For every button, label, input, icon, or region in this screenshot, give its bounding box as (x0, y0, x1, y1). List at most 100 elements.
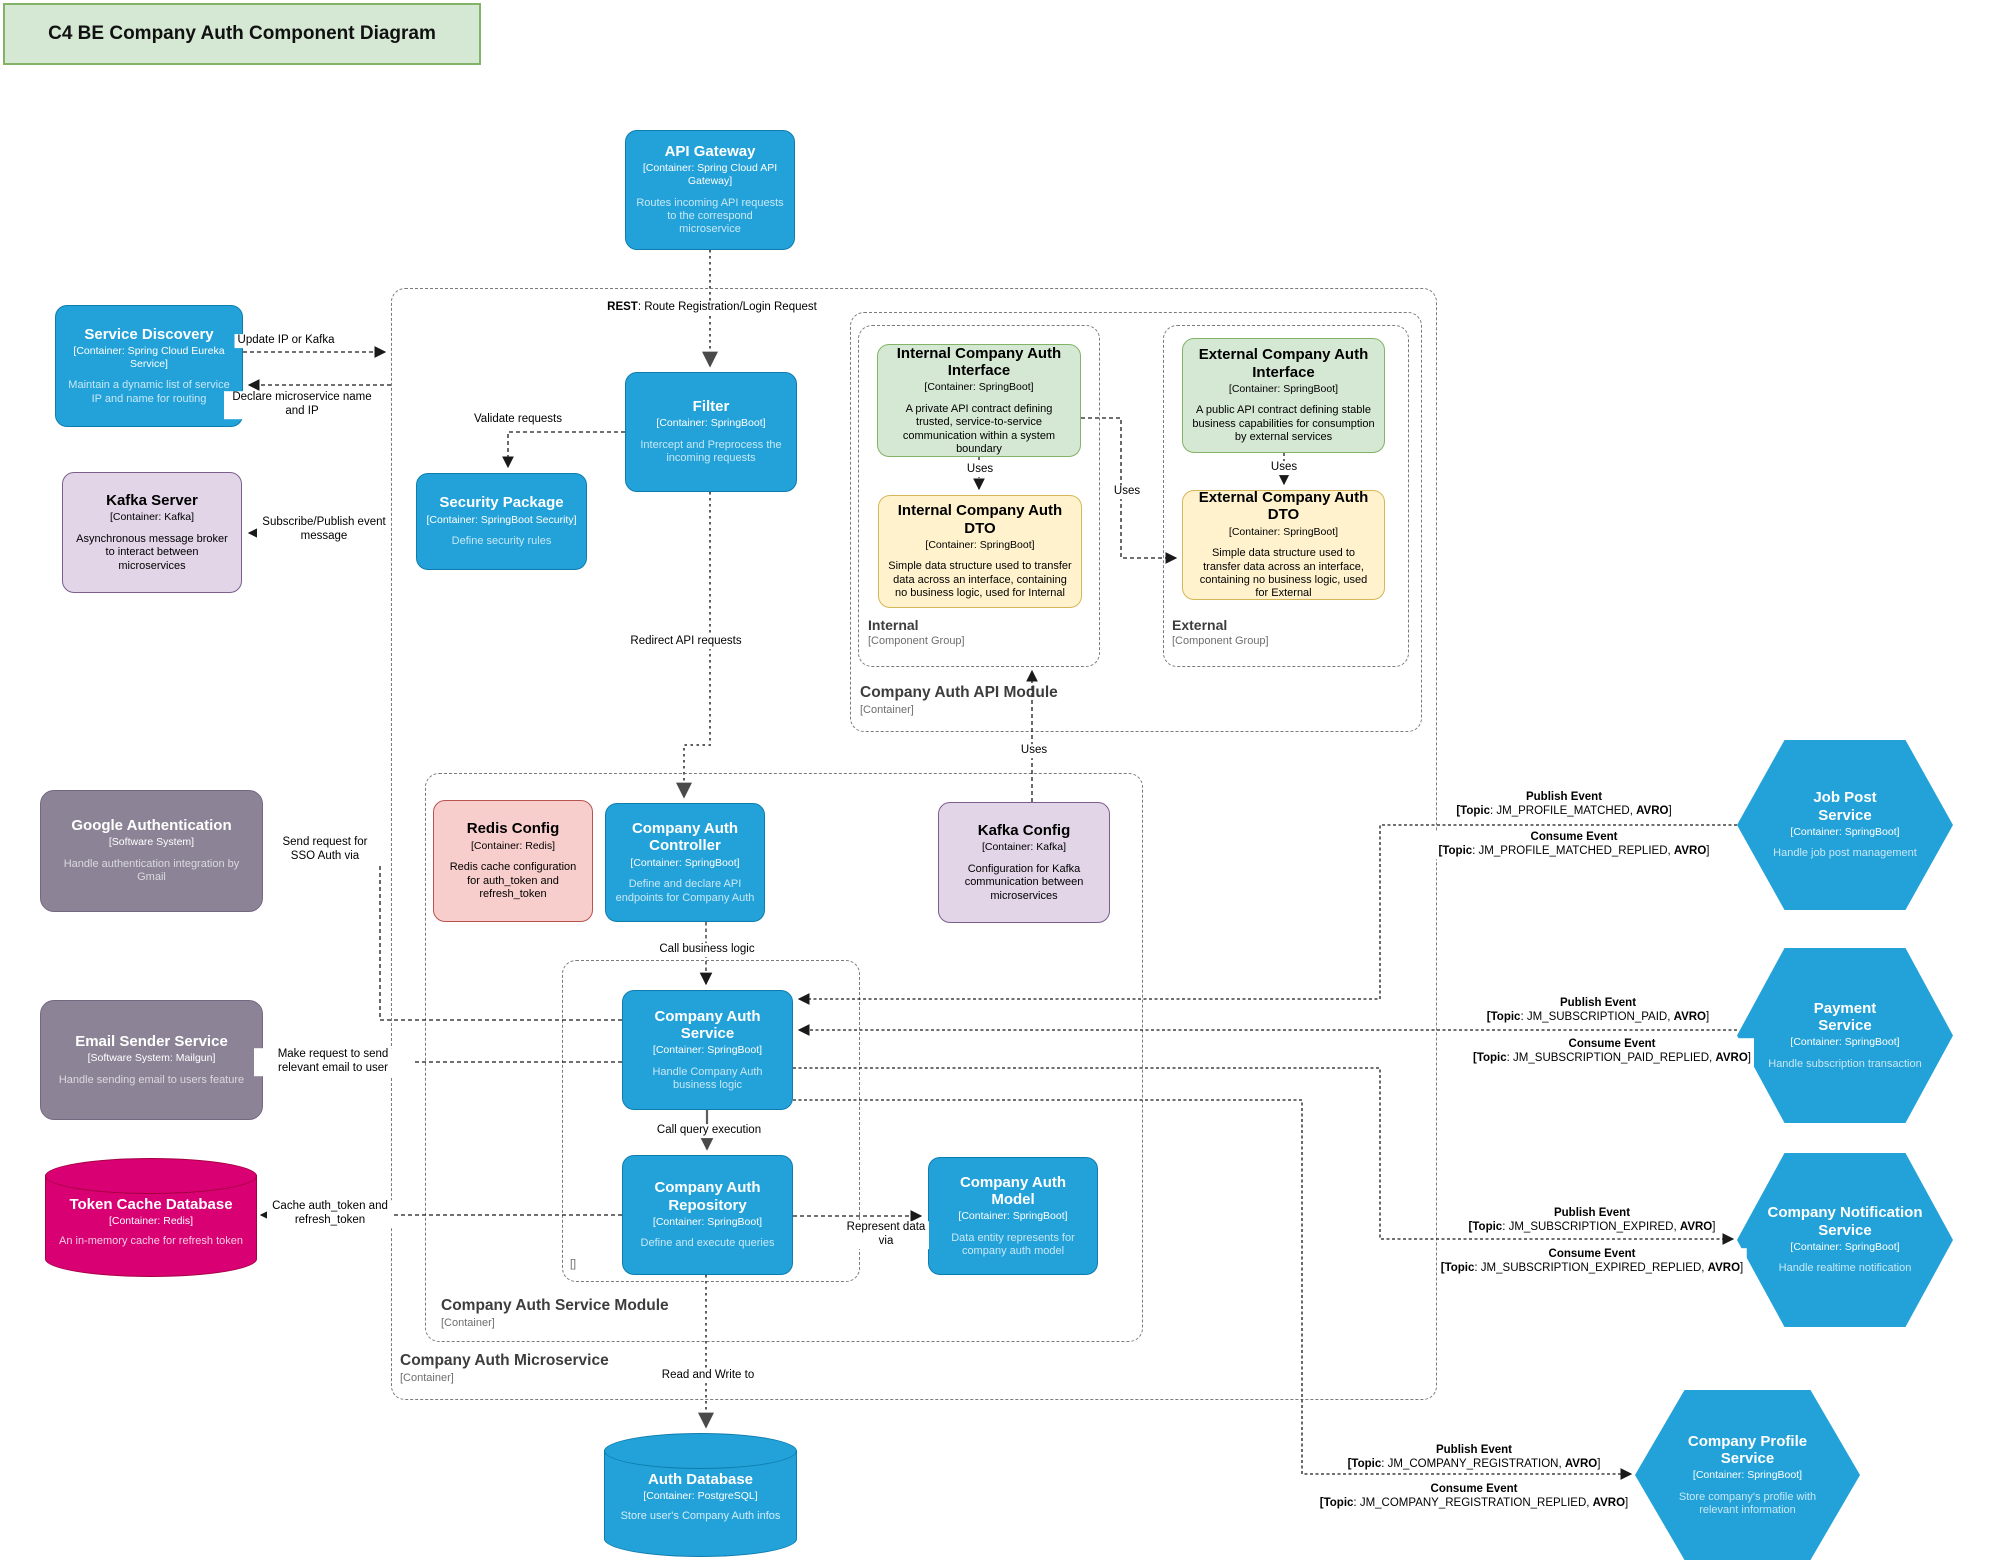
node-title: Kafka Config (977, 821, 1071, 839)
edge-filter-validate-requests (502, 431, 625, 469)
event-topic: [Topic: JM_SUBSCRIPTION_PAID_REPLIED, AV… (1473, 1052, 1751, 1066)
event-topic-key: [Topic (1468, 1221, 1503, 1233)
group-type: [Container] (441, 1317, 495, 1329)
event-topic-value: : JM_PROFILE_MATCHED, (1489, 805, 1637, 817)
event-topic-format: AVRO (1715, 1052, 1748, 1064)
group-label-company-auth-microservice: Company Auth Microservice [Container] (400, 1352, 609, 1384)
node-title: Job Post Service (1813, 789, 1877, 824)
event-topic-format: AVRO (1592, 1497, 1626, 1509)
node-desc: Handle subscription transaction (1768, 1057, 1922, 1070)
node-desc: Handle authentication integration by Gma… (63, 858, 240, 884)
event-topic-close: ] (1705, 1011, 1710, 1023)
group-label-company-auth-api-module: Company Auth API Module [Container] (860, 684, 1058, 716)
event-topic: [Topic: JM_COMPANY_REGISTRATION, AVRO] (1348, 1458, 1601, 1472)
node-desc: Simple data structure used to transfer d… (1199, 547, 1368, 600)
node-title: Company Auth Service (654, 1007, 761, 1042)
node-desc: Maintain a dynamic list of service IP an… (68, 379, 230, 405)
node-desc: Handle Company Auth business logic (652, 1065, 763, 1092)
edge-label-declare: Declare microservice name and IP (224, 391, 380, 419)
node-title: Redis Config (466, 820, 560, 838)
node-title: Payment Service (1813, 999, 1877, 1034)
node-service-discovery: Service Discovery [Container: Spring Clo… (55, 305, 243, 427)
event-topic-key: [Topic (1347, 1458, 1382, 1470)
node-type: [Container: SpringBoot] (958, 1210, 1068, 1223)
node-desc: Store company's profile with relevant in… (1678, 1490, 1817, 1517)
group-label-company-auth-service-module: Company Auth Service Module [Container] (441, 1297, 669, 1329)
node-desc: Handle sending email to users feature (58, 1073, 245, 1086)
edge-label-text: Make request to send relevant email to u… (277, 1048, 389, 1074)
event-topic-value: : JM_SUBSCRIPTION_EXPIRED, (1502, 1221, 1680, 1233)
edge-label-represent-data: Represent data via (843, 1221, 929, 1249)
event-topic: [Topic: JM_SUBSCRIPTION_PAID, AVRO] (1487, 1011, 1709, 1025)
event-topic-key: [Topic (1456, 805, 1490, 817)
node-kafka-server: Kafka Server [Container: Kafka] Asynchro… (62, 472, 242, 593)
event-topic-format: AVRO (1707, 1262, 1741, 1274)
edge-label-text: Represent data via (846, 1221, 926, 1247)
node-type: [Container: Kafka] (981, 841, 1067, 854)
cylinder-top (45, 1158, 257, 1194)
event-label-payment-consume: Consume Event [Topic: JM_SUBSCRIPTION_PA… (1470, 1038, 1754, 1066)
edge-label-text: Uses (1270, 461, 1298, 474)
node-external-company-auth-interface: External Company Auth Interface [Contain… (1182, 338, 1385, 453)
edge-label-text: Uses (1020, 744, 1048, 757)
event-topic-value: : JM_COMPANY_REGISTRATION, (1381, 1458, 1565, 1470)
event-title: Consume Event (1548, 1248, 1636, 1261)
node-payment-service: Payment Service [Container: SpringBoot] … (1737, 948, 1953, 1123)
node-kafka-config: Kafka Config [Container: Kafka] Configur… (938, 802, 1110, 923)
node-type: [Container: SpringBoot] (1790, 1240, 1900, 1253)
event-topic-close: ] (1706, 845, 1710, 857)
node-type: [Container: SpringBoot] (1228, 525, 1339, 538)
edge-label-bold: REST (607, 301, 638, 314)
event-topic-key: [Topic (1486, 1011, 1521, 1023)
node-desc: Define and execute queries (640, 1237, 775, 1250)
event-topic: [Topic: JM_SUBSCRIPTION_EXPIRED, AVRO] (1469, 1221, 1716, 1235)
node-title: External Company Auth Interface (1198, 346, 1369, 381)
node-type: [Container: SpringBoot] (924, 381, 1034, 394)
node-type: [Container: SpringBoot] (652, 1044, 763, 1057)
node-type: [Container: SpringBoot] (652, 1215, 763, 1228)
node-type: [Container: SpringBoot] (925, 538, 1035, 551)
edge-label-call-query-execution: Call query execution (653, 1124, 765, 1138)
node-type: [Container: SpringBoot] (630, 856, 740, 869)
node-type: [Container: SpringBoot] (1790, 1036, 1900, 1049)
event-label-jobpost-consume: Consume Event [Topic: JM_PROFILE_MATCHED… (1435, 831, 1713, 859)
event-title: Publish Event (1559, 997, 1637, 1010)
diagram-title: C4 BE Company Auth Component Diagram (3, 3, 481, 65)
node-desc: Data entity represents for company auth … (951, 1231, 1075, 1258)
edge-label-text: Validate requests (473, 413, 563, 426)
edge-label-text: : Route Registration/Login Request (637, 301, 817, 314)
node-desc: Intercept and Preprocess the incoming re… (640, 439, 782, 465)
event-topic-format: AVRO (1679, 1221, 1713, 1233)
node-type: [Container: Redis] (108, 1215, 194, 1228)
group-label-external: External [Component Group] (1172, 617, 1269, 647)
node-filter: Filter [Container: SpringBoot] Intercept… (625, 372, 797, 492)
group-title: [] (570, 1258, 577, 1270)
boundary-company-auth-api-module (850, 312, 1422, 732)
event-topic-close: ] (1712, 1221, 1716, 1233)
node-desc: Routes incoming API requests to the corr… (636, 196, 784, 236)
event-label-payment-publish: Publish Event [Topic: JM_SUBSCRIPTION_PA… (1483, 997, 1713, 1025)
edge-label-sso: Send request for SSO Auth via (266, 836, 384, 864)
node-desc: Handle realtime notification (1778, 1262, 1912, 1275)
event-label-profile-consume: Consume Event [Topic: JM_COMPANY_REGISTR… (1316, 1483, 1632, 1511)
edge-service-sso-google (265, 844, 622, 1021)
node-type: [Container: Spring Cloud Eureka Service] (73, 345, 225, 370)
event-topic-value: : JM_SUBSCRIPTION_EXPIRED_REPLIED, (1474, 1262, 1708, 1274)
edge-label-email: Make request to send relevant email to u… (254, 1048, 412, 1076)
group-title: Internal (868, 617, 919, 633)
event-topic-format: AVRO (1636, 805, 1669, 817)
node-type: [Container: Kafka] (109, 511, 195, 524)
node-title: External Company Auth DTO (1198, 489, 1369, 524)
edge-label-text: Subscribe/Publish event message (262, 516, 386, 542)
node-external-company-auth-dto: External Company Auth DTO [Container: Sp… (1182, 489, 1385, 600)
node-company-auth-repository: Company Auth Repository [Container: Spri… (622, 1155, 793, 1275)
node-company-notification-service: Company Notification Service [Container:… (1737, 1153, 1953, 1327)
boundary-internal-group (858, 325, 1100, 667)
node-type: [Container: PostgreSQL] (643, 1490, 758, 1503)
event-topic-value: : JM_PROFILE_MATCHED_REPLIED, (1472, 845, 1674, 857)
node-company-profile-service: Company Profile Service [Container: Spri… (1635, 1390, 1860, 1560)
event-topic-value: : JM_SUBSCRIPTION_PAID, (1520, 1011, 1674, 1023)
event-title: Publish Event (1525, 791, 1603, 804)
